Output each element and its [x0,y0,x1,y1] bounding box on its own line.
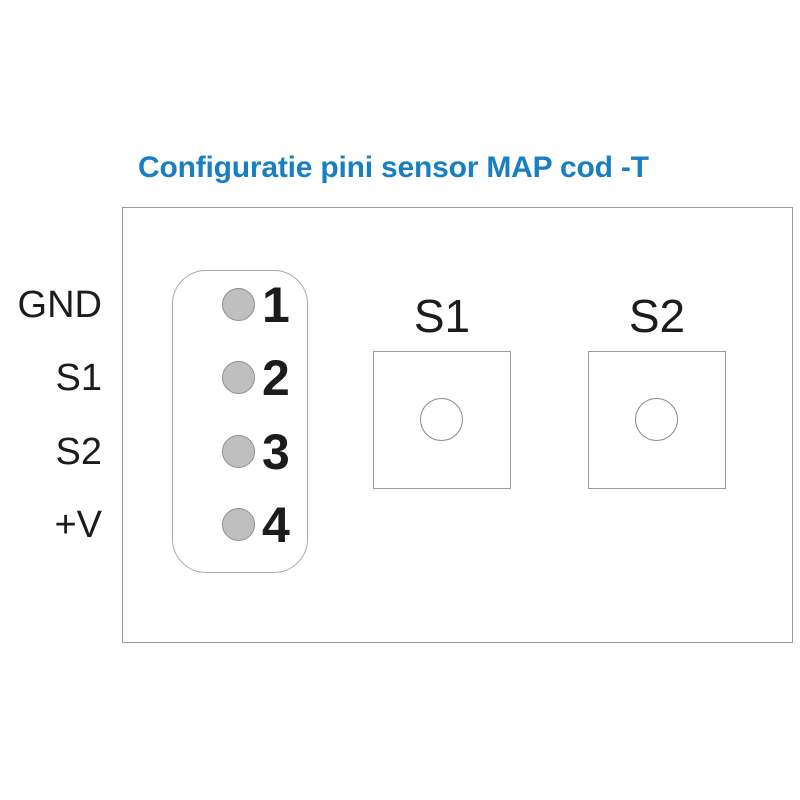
pin-row: +V 4 [0,499,800,551]
pin-contact-icon [222,435,255,468]
pin-signal-label: GND [17,284,102,326]
sensor-pad-s1: S1 [373,290,511,489]
pin-number-label: 4 [262,497,290,553]
sensor-pad-label: S1 [413,290,471,342]
pin-number-label: 3 [262,424,290,480]
pin-signal-label: S1 [55,357,102,399]
pin-signal-label: S2 [55,431,102,473]
page-title: Configuratie pini sensor MAP cod -T [138,151,649,184]
sensor-pad-label: S2 [628,290,686,342]
sensor-pad-s2: S2 [588,290,726,489]
pin-signal-label: +V [54,504,102,546]
pin-row: GND 1 [0,279,800,331]
pin-number-label: 2 [262,350,290,406]
pin-row: S2 3 [0,426,800,478]
pin-contact-icon [222,361,255,394]
pin-row: S1 2 [0,352,800,404]
sensor-pad-hole-icon [635,398,678,441]
sensor-pad-hole-icon [420,398,463,441]
pin-contact-icon [222,288,255,321]
pin-contact-icon [222,508,255,541]
pin-number-label: 1 [262,277,290,333]
